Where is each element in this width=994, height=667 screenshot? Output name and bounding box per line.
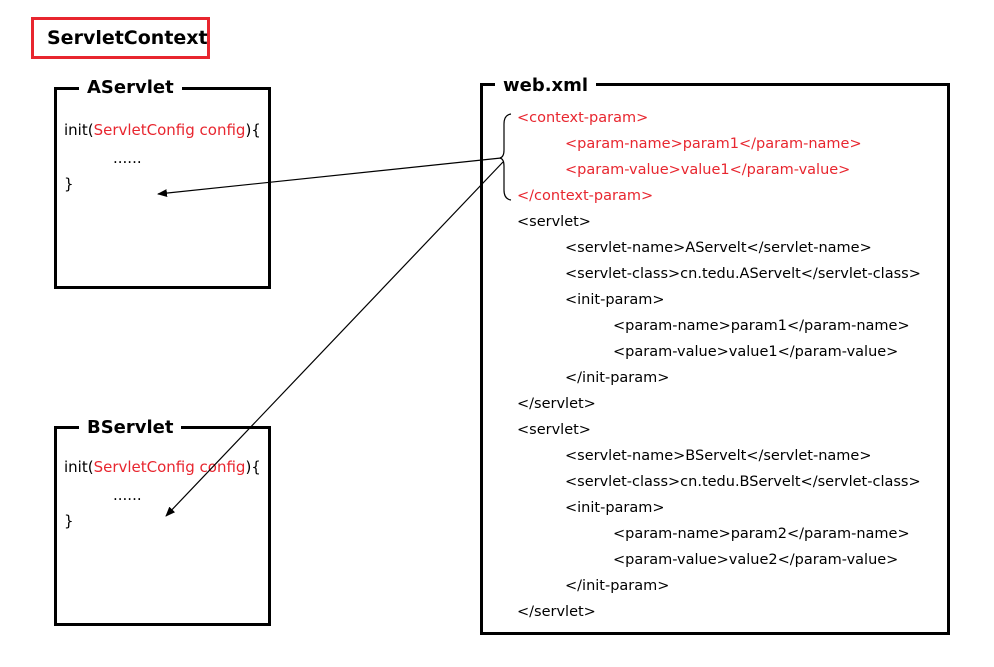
aservlet-code-line2: ...... <box>113 149 142 167</box>
arrow-to-bservlet <box>165 161 504 517</box>
init-brace: ){ <box>245 458 261 476</box>
servletcontext-title: ServletContext <box>47 27 208 49</box>
aservlet-code-line3: } <box>64 175 74 193</box>
webxml-line: <param-value>value1</param-value> <box>613 344 899 360</box>
webxml-line: </servlet> <box>517 604 596 620</box>
webxml-line: </context-param> <box>517 188 654 204</box>
webxml-line: <servlet-name>BServelt</servlet-name> <box>565 448 872 464</box>
webxml-line: </servlet> <box>517 396 596 412</box>
webxml-line: <param-name>param2</param-name> <box>613 526 910 542</box>
webxml-line: <param-name>param1</param-name> <box>613 318 910 334</box>
webxml-panel <box>480 83 950 635</box>
init-keyword: init( <box>64 121 94 139</box>
webxml-line: <param-value>value2</param-value> <box>613 552 899 568</box>
bservlet-code-line3: } <box>64 512 74 530</box>
servletcontext-title-box <box>31 17 210 59</box>
webxml-line: <servlet> <box>517 214 591 230</box>
webxml-line: <param-value>value1</param-value> <box>565 162 851 178</box>
webxml-line: <context-param> <box>517 110 649 126</box>
webxml-line: <servlet-class>cn.tedu.AServelt</servlet… <box>565 266 921 282</box>
init-parameter: ServletConfig config <box>93 458 246 476</box>
bservlet-code-line1: init(ServletConfig config){ <box>64 457 261 477</box>
webxml-line: <init-param> <box>565 292 665 308</box>
webxml-line: </init-param> <box>565 578 670 594</box>
webxml-line: <servlet> <box>517 422 591 438</box>
webxml-label: web.xml <box>495 75 597 97</box>
webxml-line: </init-param> <box>565 370 670 386</box>
aservlet-label: AServlet <box>79 77 182 99</box>
webxml-line: <servlet-name>AServelt</servlet-name> <box>565 240 872 256</box>
webxml-line: <init-param> <box>565 500 665 516</box>
webxml-line: <servlet-class>cn.tedu.BServelt</servlet… <box>565 474 921 490</box>
webxml-line: <param-name>param1</param-name> <box>565 136 862 152</box>
aservlet-code-line1: init(ServletConfig config){ <box>64 120 261 140</box>
bservlet-code-line2: ...... <box>113 486 142 504</box>
init-parameter: ServletConfig config <box>93 121 246 139</box>
init-brace: ){ <box>245 121 261 139</box>
bservlet-label: BServlet <box>79 417 182 439</box>
arrow-to-aservlet <box>157 157 502 198</box>
context-param-brace <box>499 113 512 201</box>
init-keyword: init( <box>64 458 94 476</box>
